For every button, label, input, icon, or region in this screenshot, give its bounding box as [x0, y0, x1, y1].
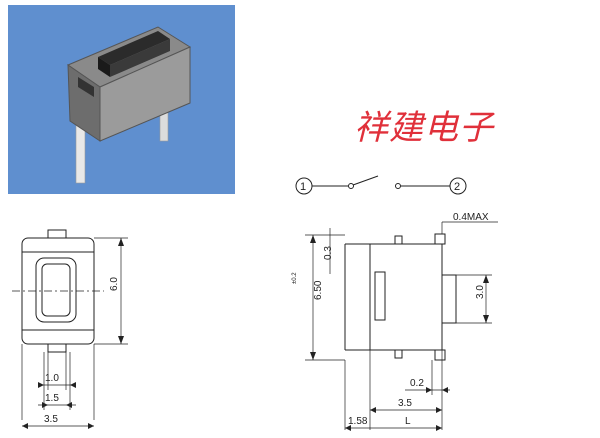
terminal-2-label: 2 [454, 181, 460, 193]
side-offset-label: 1.58 [348, 416, 368, 427]
side-gap-label: 0.2 [410, 378, 424, 389]
terminal-1-label: 1 [300, 181, 306, 193]
side-body-label: 3.5 [398, 398, 412, 409]
front-pin-width-label: 1.0 [45, 373, 59, 384]
side-max-label: 0.4MAX [453, 212, 489, 223]
product-photo [8, 5, 235, 194]
side-length-label: L [405, 416, 411, 427]
switch-schematic [295, 175, 467, 195]
tactile-switch-illustration [66, 26, 192, 184]
brand-text: 祥建电子 [354, 110, 494, 147]
side-top-label: 0.3 [323, 246, 334, 260]
side-height-tol-label: ±0.2 [292, 272, 298, 284]
front-height-label: 6.0 [109, 277, 120, 291]
front-view [12, 229, 128, 427]
side-height-label: 6.50 [313, 280, 324, 300]
front-inner-width-label: 1.5 [45, 393, 59, 404]
side-actuator-label: 3.0 [475, 285, 486, 299]
front-body-width-label: 3.5 [44, 414, 58, 425]
